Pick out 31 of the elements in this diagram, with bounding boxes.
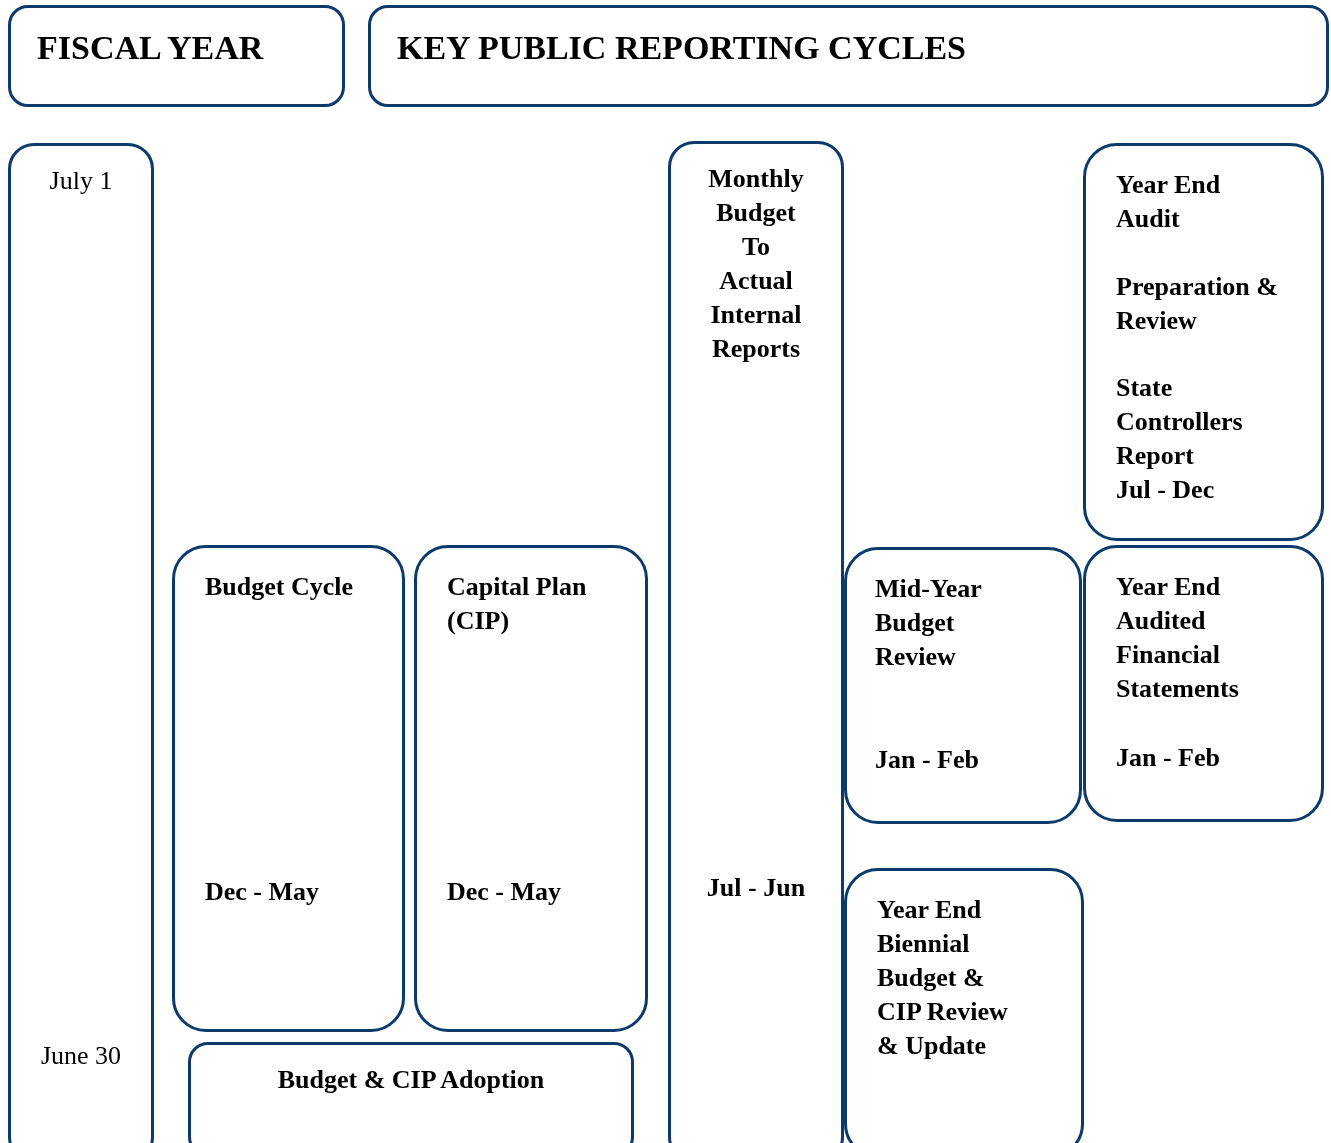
- box-text: State Controllers Report: [1116, 372, 1244, 472]
- box-title: Budget & CIP Adoption: [276, 1064, 546, 1096]
- date-range: Jul - Jun: [705, 872, 807, 904]
- rounded-box: [844, 868, 1084, 1143]
- box-subtitle: Preparation & Review: [1116, 271, 1279, 337]
- date-label: July 1: [48, 165, 114, 197]
- rounded-box: [172, 545, 405, 1032]
- date-range: Jan - Feb: [1116, 742, 1221, 774]
- box-title: Budget Cycle: [205, 571, 355, 603]
- date-label: June 30: [39, 1040, 123, 1072]
- heading: FISCAL YEAR: [37, 28, 265, 68]
- rounded-box: [844, 547, 1082, 824]
- box-title: Year End Audited Financial Statements: [1116, 571, 1240, 705]
- header-box: [8, 5, 345, 107]
- rounded-box: [188, 1042, 634, 1143]
- rounded-box: [1083, 545, 1324, 822]
- rounded-box: [668, 141, 844, 1143]
- heading: KEY PUBLIC REPORTING CYCLES: [397, 28, 968, 68]
- date-range: Dec - May: [447, 876, 563, 908]
- rounded-box: [1083, 143, 1324, 541]
- rounded-box: [8, 143, 154, 1143]
- box-title: Capital Plan (CIP): [447, 571, 588, 637]
- header-box: [368, 5, 1329, 107]
- box-title: Year End Biennial Budget & CIP Review & Update: [877, 894, 1009, 1062]
- date-range: Dec - May: [205, 876, 321, 908]
- box-title: Monthly Budget To Actual Internal Reports: [707, 163, 805, 365]
- box-title: Mid-Year Budget Review: [875, 573, 983, 673]
- box-title: Year End Audit: [1116, 169, 1222, 235]
- rounded-box: [414, 545, 648, 1032]
- date-range: Jan - Feb: [875, 744, 980, 776]
- date-range: Jul - Dec: [1116, 474, 1216, 506]
